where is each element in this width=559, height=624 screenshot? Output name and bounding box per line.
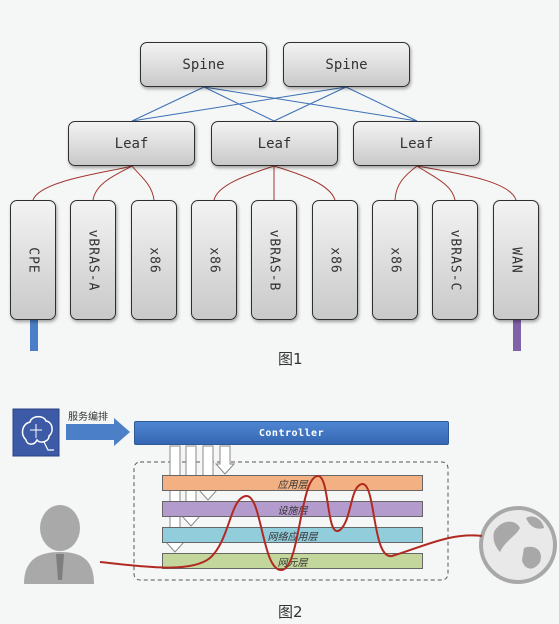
device-label: x86 xyxy=(206,246,222,274)
device-label: vBRAS-A xyxy=(85,229,101,291)
device-label: vBRAS-B xyxy=(266,229,282,291)
device-vbras-b: vBRAS-B xyxy=(251,200,297,320)
leaf-label: Leaf xyxy=(399,135,434,152)
device-cpe: CPE xyxy=(10,200,56,320)
facility-layer: 设施层 xyxy=(162,501,423,517)
leaf-switch-2: Leaf xyxy=(211,121,338,166)
spine-label: Spine xyxy=(325,56,368,73)
wan-uplink xyxy=(513,320,521,351)
globe-icon xyxy=(479,506,557,584)
application-layer: 应用层 xyxy=(162,475,423,491)
topology-links xyxy=(30,86,521,351)
leaf-switch-3: Leaf xyxy=(353,121,480,166)
brain-icon xyxy=(12,408,60,457)
device-label: WAN xyxy=(508,246,524,274)
service-orchestration-label: 服务编排 xyxy=(68,412,108,423)
user-icon xyxy=(24,505,94,584)
cpe-uplink xyxy=(30,320,38,351)
figure-2-caption: 图2 xyxy=(278,603,303,621)
leaf-label: Leaf xyxy=(257,135,292,152)
network-application-layer: 网络应用层 xyxy=(162,527,423,543)
device-label: vBRAS-C xyxy=(447,229,463,291)
spine-switch-2: Spine xyxy=(283,42,410,87)
leaf-switch-1: Leaf xyxy=(68,121,195,166)
device-x86-1: x86 xyxy=(131,200,177,320)
leaf-label: Leaf xyxy=(114,135,149,152)
device-wan: WAN xyxy=(493,200,539,320)
device-x86-2: x86 xyxy=(191,200,237,320)
device-x86-4: x86 xyxy=(372,200,418,320)
controller-bar: Controller xyxy=(134,421,449,445)
network-element-layer: 网元层 xyxy=(162,553,423,569)
device-label: CPE xyxy=(25,246,41,274)
spine-label: Spine xyxy=(182,56,225,73)
device-x86-3: x86 xyxy=(312,200,358,320)
device-vbras-c: vBRAS-C xyxy=(432,200,478,320)
device-label: x86 xyxy=(327,246,343,274)
device-label: x86 xyxy=(387,246,403,274)
device-vbras-a: vBRAS-A xyxy=(70,200,116,320)
device-label: x86 xyxy=(146,246,162,274)
spine-switch-1: Spine xyxy=(140,42,267,87)
figure-1-caption: 图1 xyxy=(278,350,303,368)
